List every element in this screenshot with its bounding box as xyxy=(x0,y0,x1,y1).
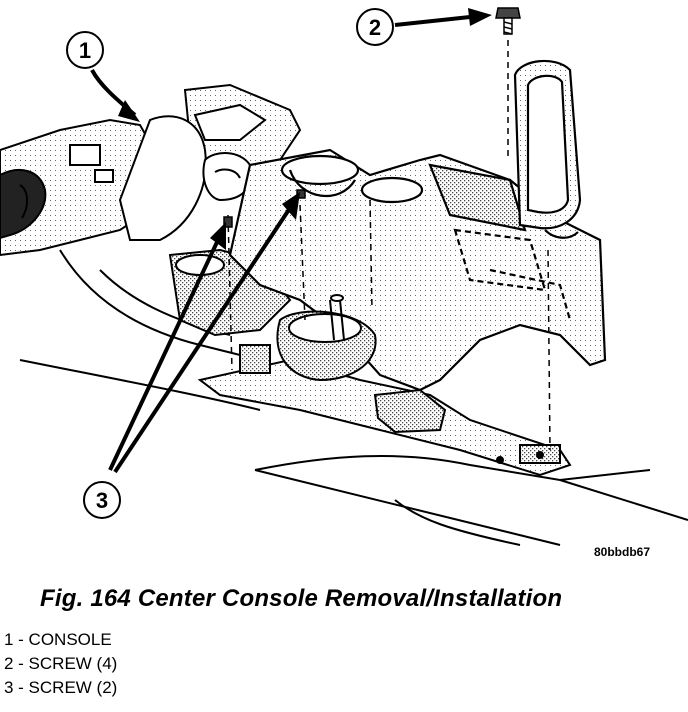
console-body xyxy=(228,148,607,392)
figure-caption: Fig. 164 Center Console Removal/Installa… xyxy=(40,585,563,612)
callout-1: 1 xyxy=(66,31,140,122)
instrument-panel xyxy=(0,118,292,356)
legend-list: 1 - CONSOLE 2 - SCREW (4) 3 - SCREW (2) xyxy=(4,628,117,700)
callout-3: 3 xyxy=(83,192,300,519)
legend-item-console: 1 - CONSOLE xyxy=(4,630,112,649)
armrest-lid xyxy=(513,59,582,239)
console-front-section xyxy=(118,83,302,241)
callout-3-number: 3 xyxy=(96,488,108,513)
legend-item-screw-4: 2 - SCREW (4) xyxy=(4,654,118,673)
alignment-lines xyxy=(227,40,551,451)
callout-2-number: 2 xyxy=(369,15,381,40)
screw-front-left xyxy=(223,216,233,228)
screw-top xyxy=(495,7,521,35)
legend-item-screw-2: 3 - SCREW (2) xyxy=(4,678,118,697)
callout-2: 2 xyxy=(356,8,492,46)
callout-1-number: 1 xyxy=(79,38,91,63)
figure-id-label: 80bbdb67 xyxy=(594,545,650,559)
console-diagram: 1 2 3 80bbdb67 xyxy=(0,7,688,559)
floor-lines xyxy=(19,359,688,546)
